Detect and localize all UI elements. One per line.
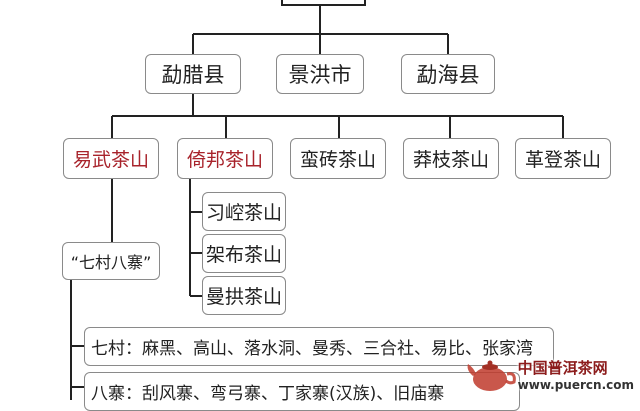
- county-mengla: 勐腊县: [145, 54, 241, 94]
- mountain-yibang: 倚邦茶山: [177, 138, 273, 179]
- mountain-gedeng: 革登茶山: [515, 138, 611, 179]
- qicun-list: 七村：麻黑、高山、落水洞、曼秀、三合社、易比、张家湾: [84, 327, 554, 366]
- watermark-site-name: 中国普洱茶网: [517, 358, 608, 377]
- county-menghai: 勐海县: [401, 54, 495, 94]
- qicun-bazhai-box: “七村八寨”: [62, 242, 160, 280]
- mountain-manzhuan: 蛮砖茶山: [290, 138, 386, 179]
- mountain-mangzhi: 莽枝茶山: [403, 138, 499, 179]
- watermark: 中国普洱茶网 www.puercn.com: [464, 354, 634, 394]
- bazhai-list: 八寨：刮风寨、弯弓寨、丁家寨(汉族)、旧庙寨: [84, 372, 520, 411]
- watermark-url: www.puercn.com: [517, 377, 634, 392]
- sub-mountain-jiabu: 架布茶山: [202, 234, 286, 273]
- teapot-logo-icon: [464, 354, 516, 394]
- mountain-yiwu: 易武茶山: [63, 138, 159, 179]
- sub-mountain-mansa: 曼拱茶山: [202, 276, 286, 315]
- connector-lines: [70, 0, 564, 400]
- sub-mountain-xikong: 习崆茶山: [202, 192, 286, 231]
- county-jinghong: 景洪市: [276, 54, 364, 94]
